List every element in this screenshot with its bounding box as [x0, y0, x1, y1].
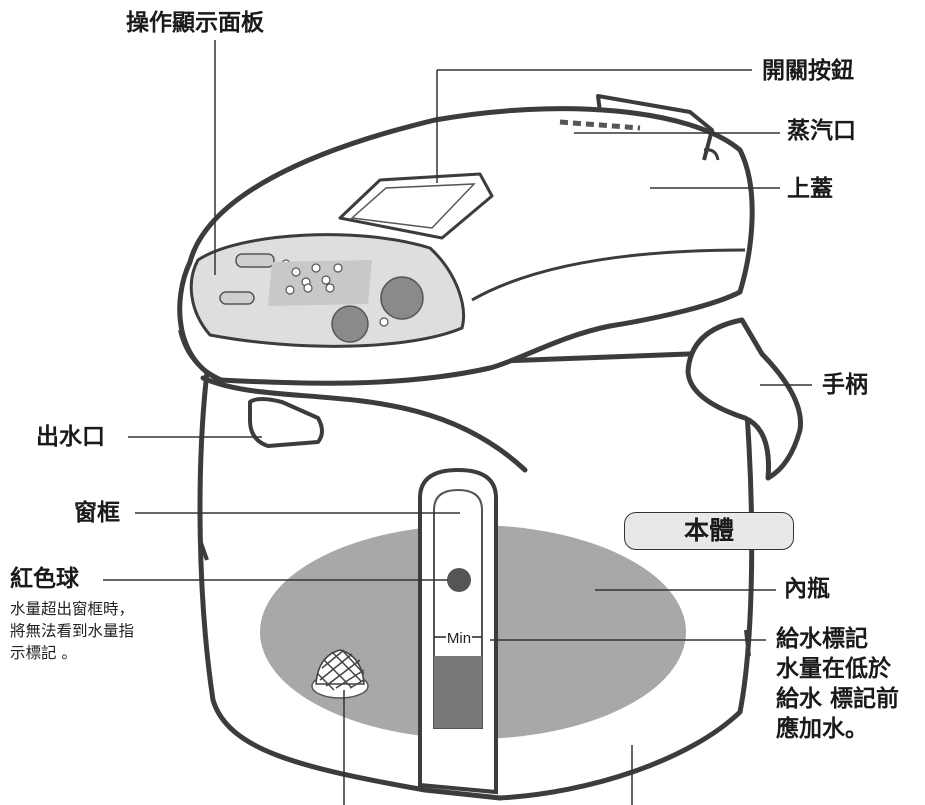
- handle-shape: [685, 317, 804, 481]
- spout-shape: [248, 397, 324, 448]
- label-window-frame: 窗框: [74, 500, 120, 526]
- water-mark-line: 給水 標記前: [776, 686, 900, 712]
- red-ball-note-line: 將無法看到水量指: [10, 622, 135, 640]
- body-badge: 本體: [624, 512, 794, 550]
- min-marker: Min: [447, 630, 471, 647]
- red-ball-note-line: 示標記 。: [10, 644, 77, 662]
- mesh-filter: [311, 649, 369, 699]
- label-top-lid: 上蓋: [787, 176, 833, 202]
- label-handle: 手柄: [822, 372, 868, 398]
- label-inner-pot: 內瓶: [784, 576, 830, 602]
- control-panel-shape: [189, 233, 465, 348]
- leader-lines: [103, 40, 812, 805]
- label-control-panel: 操作顯示面板: [126, 10, 264, 36]
- power-button-shape: [338, 172, 494, 240]
- label-steam-vent: 蒸汽口: [787, 118, 856, 144]
- red-ball-shape: [447, 568, 471, 592]
- water-mark-line: 給水標記: [776, 626, 868, 652]
- red-ball-note-line: 水量超出窗框時，: [10, 600, 135, 618]
- body-seam: [200, 375, 528, 473]
- red-ball-note: 水量超出窗框時， 將無法看到水量指 示標記 。: [10, 598, 134, 664]
- water-mark-note: 給水標記 水量在低於 給水 標記前 應加水。: [776, 624, 899, 744]
- water-mark-line: 水量在低於: [776, 656, 891, 682]
- window-frame-shape: Min: [418, 467, 498, 795]
- label-red-ball: 紅色球: [10, 566, 79, 592]
- water-mark-line: 應加水。: [776, 716, 868, 742]
- label-spout: 出水口: [36, 424, 105, 450]
- label-power-button: 開關按鈕: [762, 58, 854, 84]
